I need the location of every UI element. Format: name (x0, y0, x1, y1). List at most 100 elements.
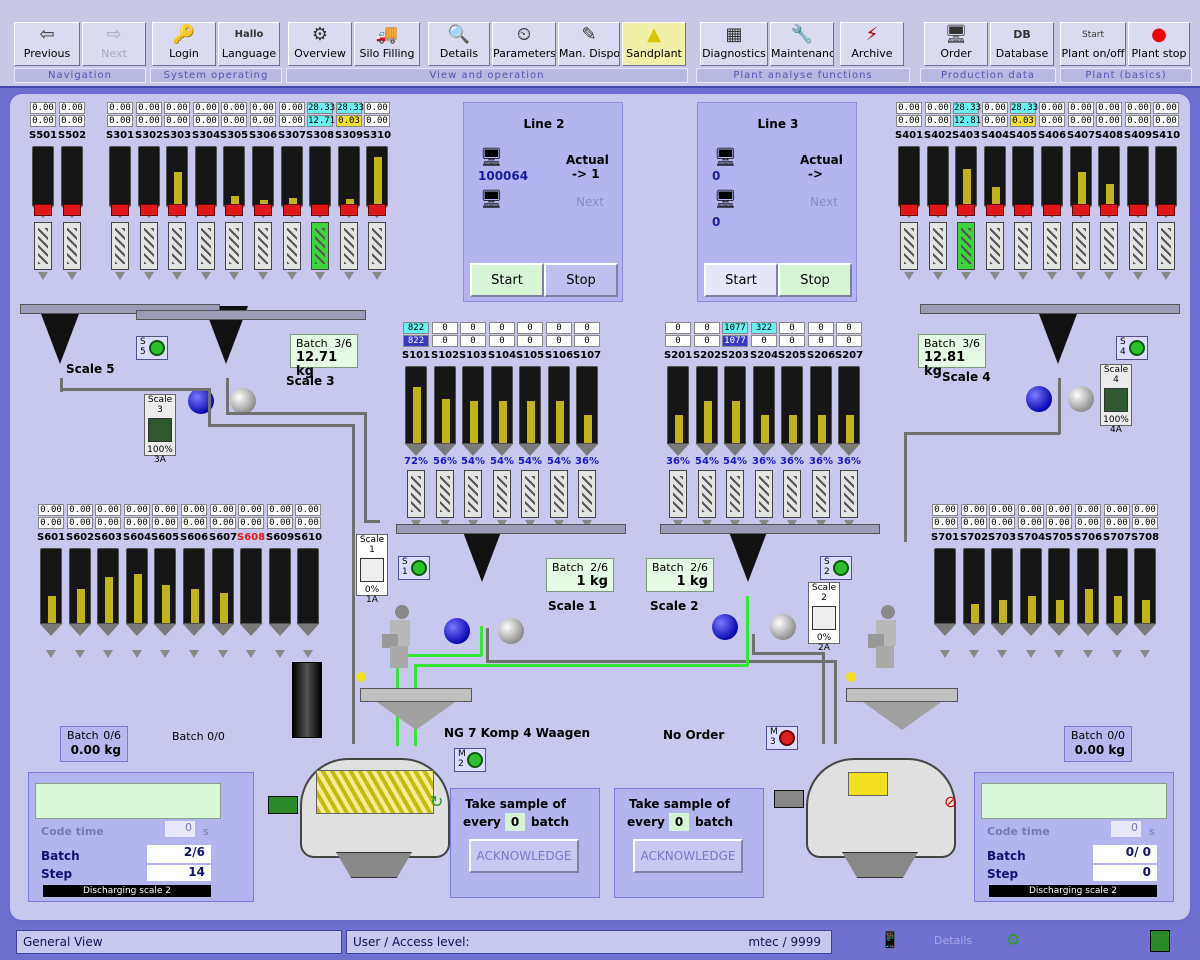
sample-interval-field[interactable]: 0 (505, 813, 525, 831)
silo[interactable] (61, 146, 83, 206)
silo[interactable] (212, 548, 234, 624)
silo[interactable] (195, 146, 217, 206)
dosing-screw[interactable] (1100, 222, 1118, 270)
mixer-left[interactable] (300, 758, 450, 858)
dosing-screw[interactable] (521, 470, 539, 518)
dosing-screw[interactable] (755, 470, 773, 518)
next-button[interactable]: ⇨Next (82, 22, 146, 66)
plant-stop-button[interactable]: ●Plant stop (1128, 22, 1190, 66)
parameters-button[interactable]: ⏲Parameters (492, 22, 556, 66)
silo[interactable] (366, 146, 388, 206)
silo[interactable] (810, 366, 832, 444)
dosing-screw[interactable] (111, 222, 129, 270)
silo[interactable] (1020, 548, 1042, 624)
dosing-screw[interactable] (225, 222, 243, 270)
dosing-screw[interactable] (812, 470, 830, 518)
dosing-screw[interactable] (197, 222, 215, 270)
silo[interactable] (984, 146, 1006, 206)
silo[interactable] (240, 548, 262, 624)
line3-start-button[interactable]: Start (704, 263, 778, 297)
silo[interactable] (252, 146, 274, 206)
silo[interactable] (126, 548, 148, 624)
dosing-screw[interactable] (311, 222, 329, 270)
silo[interactable] (40, 548, 62, 624)
silo[interactable] (667, 366, 689, 444)
diagnostics-button[interactable]: ▦Diagnostics (700, 22, 768, 66)
silo[interactable] (97, 548, 119, 624)
silo[interactable] (309, 146, 331, 206)
sandplant-button[interactable]: ▲Sandplant (622, 22, 686, 66)
dosing-screw[interactable] (986, 222, 1004, 270)
plc-icon[interactable] (1150, 930, 1170, 952)
silo[interactable] (1106, 548, 1128, 624)
dosing-screw[interactable] (368, 222, 386, 270)
man-dispo-button[interactable]: ✎Man. Dispo (558, 22, 620, 66)
silo[interactable] (1070, 146, 1092, 206)
silo[interactable] (548, 366, 570, 444)
silo[interactable] (753, 366, 775, 444)
silo[interactable] (166, 146, 188, 206)
silo[interactable] (138, 146, 160, 206)
details-link[interactable]: Details (934, 934, 973, 947)
silo[interactable] (696, 366, 718, 444)
dosing-screw[interactable] (407, 470, 425, 518)
dosing-screw[interactable] (34, 222, 52, 270)
dosing-screw[interactable] (957, 222, 975, 270)
dosing-screw[interactable] (669, 470, 687, 518)
silo-filling-button[interactable]: 🚚Silo Filling (354, 22, 420, 66)
silo[interactable] (69, 548, 91, 624)
dosing-screw[interactable] (254, 222, 272, 270)
silo[interactable] (991, 548, 1013, 624)
dosing-screw[interactable] (726, 470, 744, 518)
silo[interactable] (898, 146, 920, 206)
silo[interactable] (223, 146, 245, 206)
line2-stop-button[interactable]: Stop (544, 263, 618, 297)
silo[interactable] (109, 146, 131, 206)
dosing-screw[interactable] (1129, 222, 1147, 270)
silo[interactable] (1134, 548, 1156, 624)
line2-start-button[interactable]: Start (470, 263, 544, 297)
dosing-screw[interactable] (550, 470, 568, 518)
dosing-screw[interactable] (1072, 222, 1090, 270)
network-icon[interactable]: ⚙ (1006, 930, 1021, 949)
silo[interactable] (1041, 146, 1063, 206)
dosing-screw[interactable] (1014, 222, 1032, 270)
sample-interval-field[interactable]: 0 (669, 813, 689, 831)
dosing-screw[interactable] (698, 470, 716, 518)
silo[interactable] (519, 366, 541, 444)
silo[interactable] (1077, 548, 1099, 624)
dosing-screw[interactable] (340, 222, 358, 270)
silo[interactable] (1012, 146, 1034, 206)
previous-button[interactable]: ⇦Previous (14, 22, 80, 66)
acknowledge-button[interactable]: ACKNOWLEDGE (469, 839, 579, 873)
overview-button[interactable]: ⚙Overview (288, 22, 352, 66)
silo[interactable] (269, 548, 291, 624)
silo[interactable] (462, 366, 484, 444)
silo[interactable] (1098, 146, 1120, 206)
silo[interactable] (781, 366, 803, 444)
silo[interactable] (281, 146, 303, 206)
order-button[interactable]: 🖥Order (924, 22, 988, 66)
acknowledge-button[interactable]: ACKNOWLEDGE (633, 839, 743, 873)
dosing-screw[interactable] (493, 470, 511, 518)
silo[interactable] (338, 146, 360, 206)
dosing-screw[interactable] (840, 470, 858, 518)
silo[interactable] (154, 548, 176, 624)
dosing-screw[interactable] (578, 470, 596, 518)
silo[interactable] (927, 146, 949, 206)
silo[interactable] (434, 366, 456, 444)
silo[interactable] (724, 366, 746, 444)
silo[interactable] (1127, 146, 1149, 206)
weigh-hopper[interactable] (1036, 306, 1080, 364)
silo[interactable] (838, 366, 860, 444)
dosing-screw[interactable] (929, 222, 947, 270)
